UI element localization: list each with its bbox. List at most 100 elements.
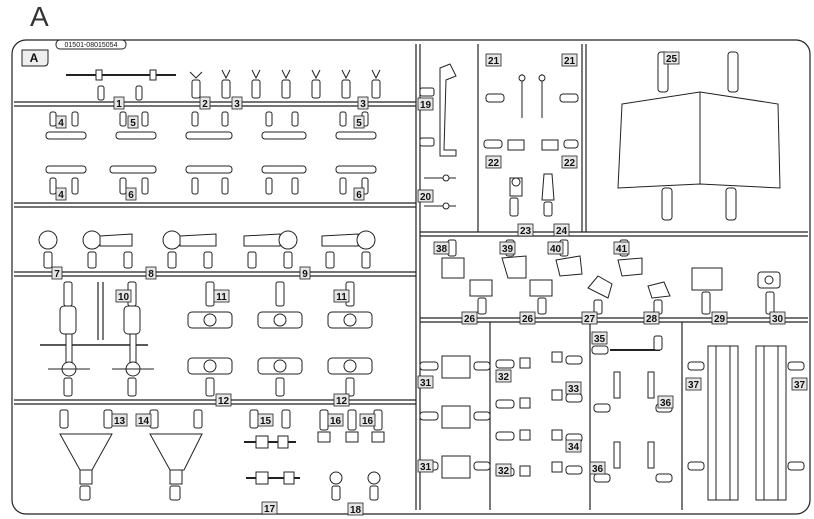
part-7 xyxy=(38,230,58,269)
part-label-text: 9 xyxy=(302,269,308,280)
part-label-20: 20 xyxy=(417,189,434,203)
part-13-14-aarms xyxy=(59,409,203,501)
corner-badge: A xyxy=(21,49,49,67)
part-label-35: 35 xyxy=(591,331,608,345)
part-25-panel xyxy=(617,51,781,221)
part-label-text: 34 xyxy=(568,442,580,453)
part-label-12a: 12 xyxy=(215,393,232,407)
part-label-text: 33 xyxy=(568,384,580,395)
part-label-text: 37 xyxy=(794,380,806,391)
part-label-text: 3 xyxy=(234,99,240,110)
part-label-text: 12 xyxy=(218,396,230,407)
part-label-text: 36 xyxy=(660,398,672,409)
part-label-text: 26 xyxy=(522,314,534,325)
part-label-3b: 3 xyxy=(357,96,369,110)
part-label-41: 41 xyxy=(613,241,630,255)
part-label-5a: 5 xyxy=(127,115,139,129)
part-label-text: 8 xyxy=(148,269,154,280)
part-label-text: 22 xyxy=(488,158,500,169)
part-label-text: 25 xyxy=(666,54,678,65)
part-label-8: 8 xyxy=(145,266,157,280)
part-label-10: 10 xyxy=(115,289,132,303)
sheet-letter: A xyxy=(30,1,49,32)
part-label-text: 40 xyxy=(550,244,562,255)
part-label-text: 26 xyxy=(464,314,476,325)
part-label-text: 21 xyxy=(564,56,576,67)
part-26-30-plates xyxy=(441,239,781,315)
part-label-text: 11 xyxy=(216,292,227,303)
part-label-24: 24 xyxy=(553,223,570,237)
part-8-levers xyxy=(82,230,217,269)
part-label-text: 6 xyxy=(356,190,362,201)
part-label-text: 15 xyxy=(260,416,272,427)
part-label-text: 5 xyxy=(356,118,362,129)
part-label-text: 23 xyxy=(520,226,532,237)
part-label-text: 11 xyxy=(336,292,347,303)
shocks-row-a xyxy=(45,111,377,140)
part-label-text: 4 xyxy=(58,118,64,129)
part-code-tag: 01501-08015054 xyxy=(55,39,127,50)
part-15-17-axles xyxy=(244,409,300,485)
part-label-text: 30 xyxy=(772,314,784,325)
part-label-text: 2 xyxy=(202,99,208,110)
part-label-1: 1 xyxy=(113,96,125,110)
part-11-12-hubs xyxy=(187,281,373,397)
part-label-32b: 32 xyxy=(495,463,512,477)
part-label-3a: 3 xyxy=(231,96,243,110)
part-label-text: 14 xyxy=(138,416,150,427)
corner-badge-text: A xyxy=(30,51,39,65)
part-label-text: 16 xyxy=(330,416,342,427)
part-label-29: 29 xyxy=(711,311,728,325)
part-label-text: 37 xyxy=(688,380,700,391)
part-label-33: 33 xyxy=(565,381,582,395)
part-label-21b: 21 xyxy=(561,53,578,67)
part-label-text: 29 xyxy=(714,314,726,325)
part-35-36 xyxy=(591,335,673,483)
part-label-5b: 5 xyxy=(353,115,365,129)
part-label-11b: 11 xyxy=(333,289,350,303)
part-label-13: 13 xyxy=(111,413,128,427)
part-label-38: 38 xyxy=(433,241,450,255)
part-label-text: 21 xyxy=(488,56,500,67)
part-label-40: 40 xyxy=(547,241,564,255)
part-label-36a: 36 xyxy=(657,395,674,409)
part-label-18: 18 xyxy=(347,502,364,516)
part-label-26a: 26 xyxy=(461,311,478,325)
part-31-grids xyxy=(419,355,491,479)
part-label-31b: 31 xyxy=(417,459,434,473)
part-label-7: 7 xyxy=(51,266,63,280)
part-label-6b: 6 xyxy=(353,187,365,201)
part-label-12b: 12 xyxy=(333,393,350,407)
part-code-text: 01501-08015054 xyxy=(65,42,118,49)
part-label-37b: 37 xyxy=(791,377,808,391)
part-label-23: 23 xyxy=(517,223,534,237)
part-label-4a: 4 xyxy=(55,115,67,129)
part-label-text: 17 xyxy=(264,504,276,515)
part-label-36b: 36 xyxy=(589,461,606,475)
part-label-text: 3 xyxy=(360,99,366,110)
part-label-text: 32 xyxy=(498,372,510,383)
part-label-text: 35 xyxy=(594,334,606,345)
part-label-text: 7 xyxy=(54,269,60,280)
part-label-37a: 37 xyxy=(685,377,702,391)
part-2-3-forks xyxy=(189,69,381,99)
part-label-text: 22 xyxy=(564,158,576,169)
part-label-text: 16 xyxy=(362,416,374,427)
part-label-25: 25 xyxy=(663,51,680,65)
part-label-text: 31 xyxy=(420,462,432,473)
part-label-31a: 31 xyxy=(417,375,434,389)
part-label-19: 19 xyxy=(417,97,434,111)
part-19-20 xyxy=(419,63,457,210)
part-label-14: 14 xyxy=(135,413,152,427)
part-label-text: 27 xyxy=(584,314,596,325)
part-label-28: 28 xyxy=(643,311,660,325)
part-21-24 xyxy=(483,74,579,217)
part-label-text: 12 xyxy=(336,396,348,407)
part-label-26b: 26 xyxy=(519,311,536,325)
part-label-text: 32 xyxy=(498,466,510,477)
part-label-text: 10 xyxy=(118,292,130,303)
part-label-32a: 32 xyxy=(495,369,512,383)
part-16-18 xyxy=(317,409,385,501)
part-label-text: 36 xyxy=(592,464,604,475)
